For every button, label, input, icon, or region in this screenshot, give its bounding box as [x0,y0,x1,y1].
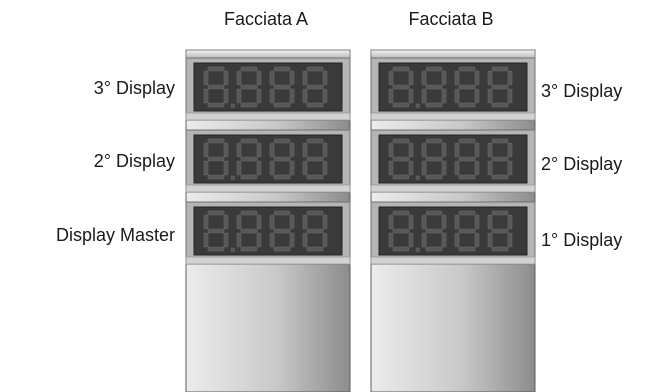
seven-segment-digit [421,138,447,180]
display-module [185,129,351,193]
seven-segment-digit [454,210,480,252]
facciata-a-label-top: 3° Display [93,78,175,98]
facciata-b-label-top: 3° Display [541,81,623,101]
decimal-point [415,103,420,108]
seven-segment-digit [236,138,262,180]
decimal-point [415,247,420,252]
seven-segment-digit [269,138,295,180]
facciata-b-label-bottom: 1° Display [541,230,623,250]
seven-segment-digit [236,66,262,108]
seven-segment-digit [236,210,262,252]
seven-segment-digit [203,66,229,108]
seven-segment-digit [487,138,513,180]
facciata-b-heading: Facciata B [408,9,494,29]
seven-segment-digit [421,210,447,252]
display-module [185,57,351,121]
seven-segment-digit [388,66,414,108]
seven-segment-digit [302,138,328,180]
seven-segment-digit [302,66,328,108]
display-module [370,129,536,193]
decimal-point [230,247,235,252]
seven-segment-digit [203,210,229,252]
seven-segment-digit [203,138,229,180]
display-module [370,57,536,121]
decimal-point [230,103,235,108]
facciata-a-label-bottom: Display Master [55,225,175,245]
seven-segment-digit [269,210,295,252]
facciata-a-label-middle: 2° Display [93,151,175,171]
seven-segment-digit [388,138,414,180]
facciata-a-heading: Facciata A [223,9,309,29]
display-module [370,201,536,265]
decimal-point [415,175,420,180]
display-module [185,201,351,265]
seven-segment-digit [302,210,328,252]
decimal-point [230,175,235,180]
seven-segment-digit [454,138,480,180]
seven-segment-digit [269,66,295,108]
facciata-b-label-middle: 2° Display [541,154,623,174]
facciata-a-tower [185,49,351,392]
seven-segment-digit [454,66,480,108]
seven-segment-digit [388,210,414,252]
seven-segment-digit [487,210,513,252]
facciata-b-tower [370,49,536,392]
seven-segment-digit [487,66,513,108]
seven-segment-digit [421,66,447,108]
